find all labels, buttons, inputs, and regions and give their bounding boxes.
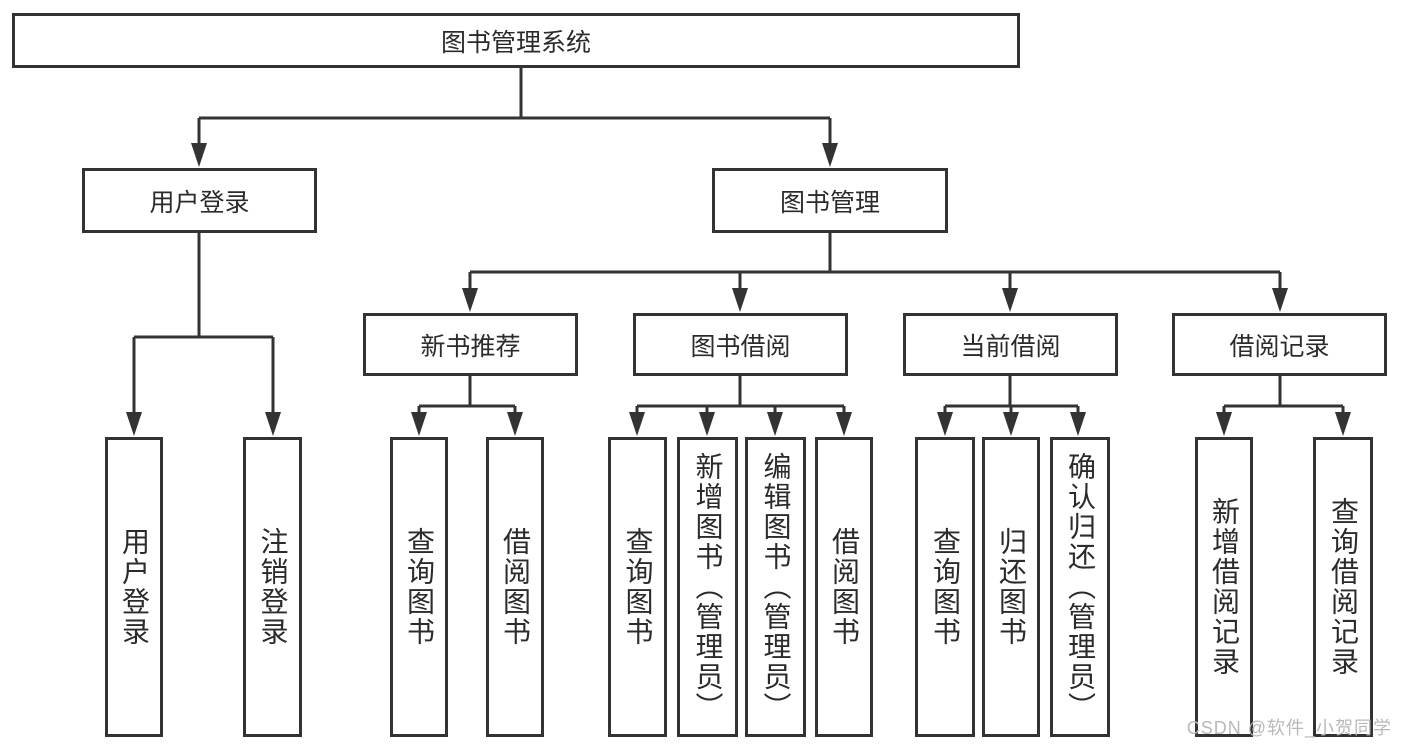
leaf-borrow-book-b-label: 借阅图书 (829, 527, 860, 647)
leaf-return-book-label: 归还图书 (996, 527, 1027, 647)
leaf-edit-book-admin: 编辑图书（管理员） (745, 437, 806, 737)
leaf-logout: 注销登录 (243, 437, 302, 737)
node-new-book-recommend-label: 新书推荐 (420, 332, 521, 361)
leaf-query-book-c: 查询图书 (915, 437, 975, 737)
leaf-confirm-return-admin: 确认归还（管理员） (1050, 437, 1110, 737)
arrowheads (126, 143, 1351, 436)
node-current-borrowing: 当前借阅 (903, 313, 1118, 376)
node-book-management-label: 图书管理 (779, 188, 880, 217)
node-book-borrowing-label: 图书借阅 (690, 332, 791, 361)
node-borrow-records-label: 借阅记录 (1229, 332, 1330, 361)
leaf-return-book: 归还图书 (982, 437, 1040, 737)
node-book-borrowing: 图书借阅 (633, 313, 848, 376)
leaf-query-book-a: 查询图书 (390, 437, 448, 737)
leaf-borrow-book-a-label: 借阅图书 (500, 527, 531, 647)
leaf-edit-book-admin-label: 编辑图书（管理员） (760, 452, 792, 722)
leaf-query-book-c-label: 查询图书 (930, 527, 961, 647)
node-root-label: 图书管理系统 (440, 28, 591, 57)
node-user-login: 用户登录 (82, 168, 317, 233)
leaf-borrow-book-a: 借阅图书 (486, 437, 544, 737)
leaf-add-book-admin: 新增图书（管理员） (677, 437, 738, 737)
leaf-query-borrow-record-label: 查询借阅记录 (1328, 497, 1359, 677)
node-user-login-label: 用户登录 (149, 188, 250, 217)
leaf-add-borrow-record: 新增借阅记录 (1195, 437, 1253, 737)
node-book-management: 图书管理 (712, 168, 948, 233)
csdn-watermark: CSDN @软件_小贺同学 (1186, 718, 1392, 738)
leaf-add-book-admin-label: 新增图书（管理员） (692, 452, 724, 722)
leaf-add-borrow-record-label: 新增借阅记录 (1209, 497, 1240, 677)
leaf-borrow-book-b: 借阅图书 (815, 437, 873, 737)
leaf-user-login: 用户登录 (105, 437, 163, 737)
node-borrow-records: 借阅记录 (1172, 313, 1387, 376)
node-root: 图书管理系统 (12, 13, 1020, 68)
leaf-query-book-b: 查询图书 (608, 437, 667, 737)
connector-stems (132, 68, 1345, 414)
leaf-user-login-label: 用户登录 (119, 527, 150, 647)
leaf-query-borrow-record: 查询借阅记录 (1313, 437, 1373, 737)
leaf-query-book-a-label: 查询图书 (404, 527, 435, 647)
node-current-borrowing-label: 当前借阅 (960, 332, 1061, 361)
leaf-logout-label: 注销登录 (257, 527, 289, 647)
leaf-query-book-b-label: 查询图书 (622, 527, 654, 647)
node-new-book-recommend: 新书推荐 (363, 313, 578, 376)
leaf-confirm-return-admin-label: 确认归还（管理员） (1065, 452, 1096, 722)
